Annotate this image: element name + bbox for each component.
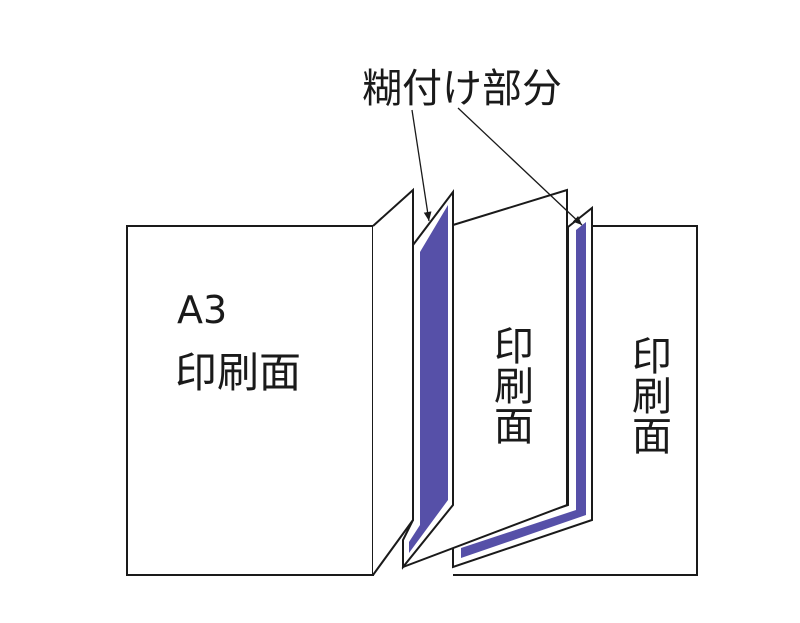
callout-arrow-left: [411, 109, 432, 222]
left-page-size: A3: [177, 288, 227, 332]
callout-label: 糊付け部分: [362, 66, 562, 112]
right-page-label: 印刷面: [625, 335, 671, 455]
left-page: [126, 225, 374, 576]
left-page-label: 印刷面: [175, 348, 301, 397]
callout-arrow-right: [457, 107, 583, 226]
folded-flap: [372, 187, 414, 576]
middle-page-label: 印刷面: [487, 325, 533, 445]
left-glue-area: [409, 205, 448, 553]
